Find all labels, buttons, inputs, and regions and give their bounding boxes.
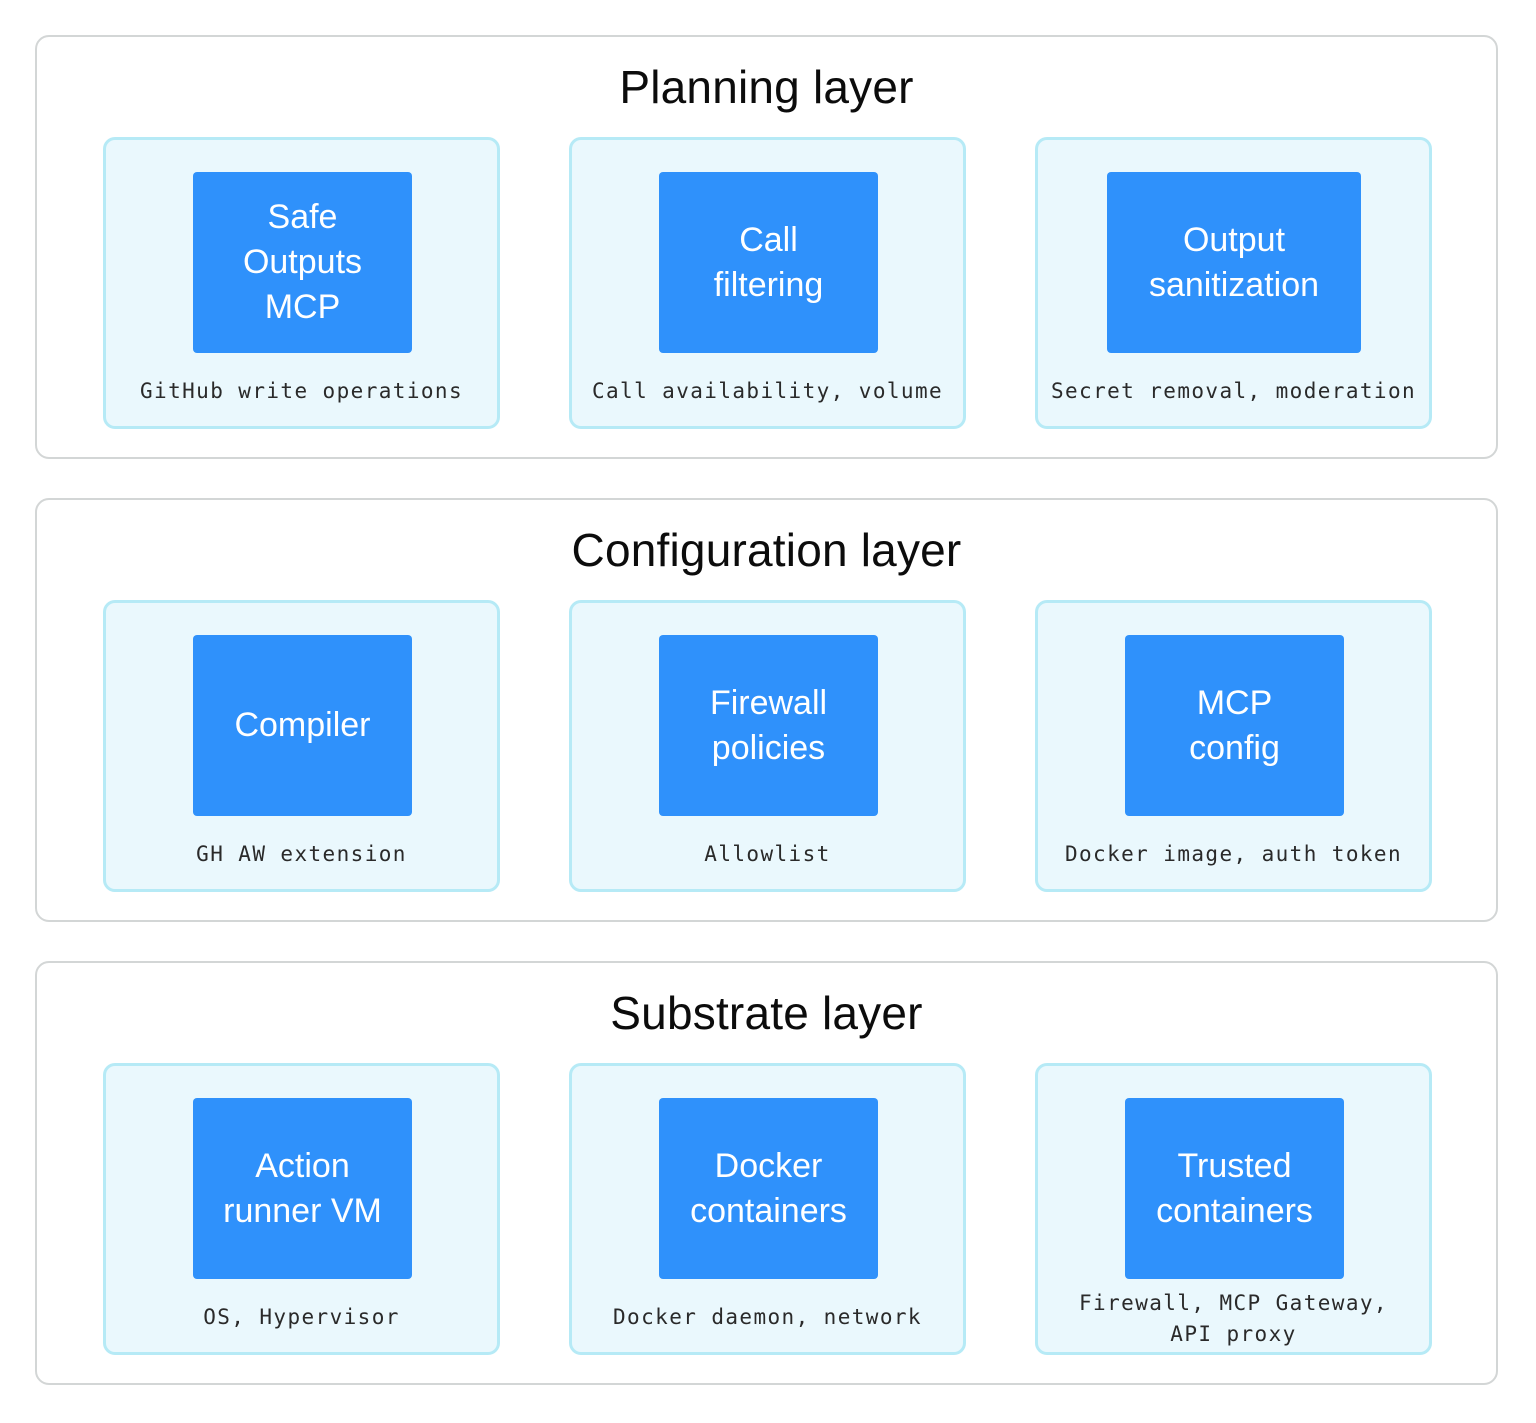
firewall-policies-caption: Allowlist [704, 842, 831, 866]
action-runner-vm-block: Action runner VM [193, 1098, 412, 1279]
mcp-config-caption: Docker image, auth token [1064, 842, 1403, 866]
docker-containers-caption: Docker daemon, network [613, 1305, 922, 1329]
configuration-layer-title: Configuration layer [571, 524, 962, 576]
mcp-config-card: MCP config Docker image, auth token [1035, 600, 1432, 892]
safe-outputs-mcp-block: Safe Outputs MCP [193, 172, 412, 353]
compiler-card: Compiler GH AW extension [103, 600, 500, 892]
docker-containers-card: Docker containers Docker daemon, network [569, 1063, 966, 1355]
output-sanitization-caption: Secret removal, moderation [1050, 379, 1417, 403]
action-runner-vm-card: Action runner VM OS, Hypervisor [103, 1063, 500, 1355]
mcp-config-block: MCP config [1125, 635, 1344, 816]
call-filtering-block: Call filtering [659, 172, 878, 353]
output-sanitization-card: Output sanitization Secret removal, mode… [1035, 137, 1432, 429]
docker-containers-block: Docker containers [659, 1098, 878, 1279]
firewall-policies-card: Firewall policies Allowlist [569, 600, 966, 892]
trusted-containers-caption: Firewall, MCP Gateway, API proxy [1079, 1291, 1388, 1346]
compiler-block: Compiler [193, 635, 412, 816]
safe-outputs-mcp-card: Safe Outputs MCP GitHub write operations [103, 137, 500, 429]
output-sanitization-block: Output sanitization [1107, 172, 1361, 353]
compiler-caption: GH AW extension [196, 842, 407, 866]
action-runner-vm-caption: OS, Hypervisor [203, 1305, 400, 1329]
call-filtering-card: Call filtering Call availability, volume [569, 137, 966, 429]
substrate-layer: Substrate layer Action runner VM OS, Hyp… [35, 961, 1498, 1385]
substrate-layer-title: Substrate layer [610, 987, 923, 1039]
planning-layer: Planning layer Safe Outputs MCP GitHub w… [35, 35, 1498, 459]
planning-layer-title: Planning layer [619, 61, 914, 113]
trusted-containers-card: Trusted containers Firewall, MCP Gateway… [1035, 1063, 1432, 1355]
trusted-containers-block: Trusted containers [1125, 1098, 1344, 1279]
configuration-layer: Configuration layer Compiler GH AW exten… [35, 498, 1498, 922]
firewall-policies-block: Firewall policies [659, 635, 878, 816]
call-filtering-caption: Call availability, volume [591, 379, 944, 403]
safe-outputs-mcp-caption: GitHub write operations [140, 379, 463, 403]
